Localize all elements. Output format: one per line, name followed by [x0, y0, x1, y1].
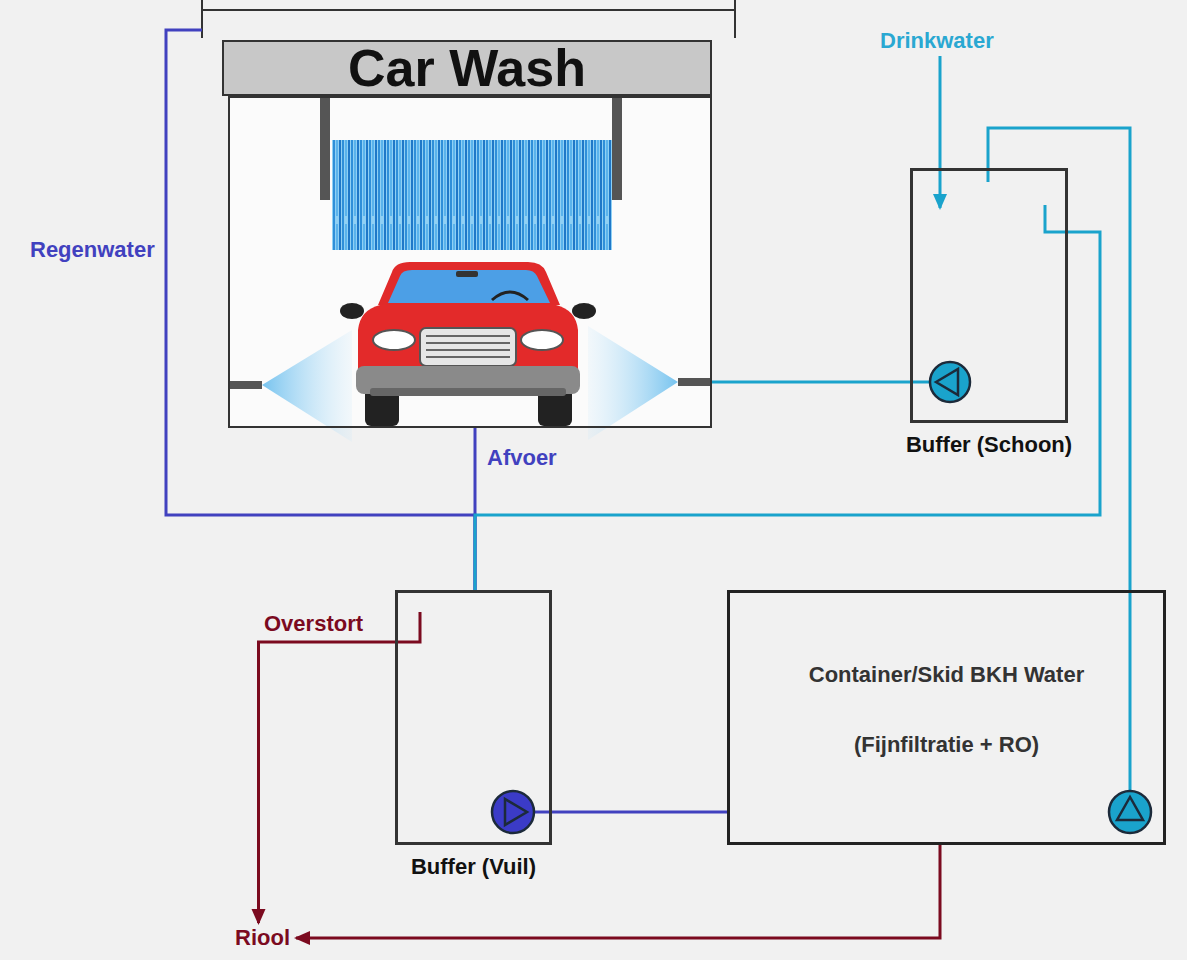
pump-symbol [492, 791, 534, 833]
pump-symbol [1117, 797, 1143, 820]
spray-nozzles [228, 326, 712, 442]
pump-symbol [930, 362, 970, 402]
pipe-connector [988, 128, 1130, 590]
headlight [521, 330, 563, 350]
car-wash-header: Car Wash [222, 40, 712, 96]
pipe-label: Overstort [262, 611, 365, 637]
pipe-label: Regenwater [28, 237, 157, 263]
pipe-connector [259, 642, 396, 923]
endpoint-node: Drinkwater [880, 28, 994, 54]
headlight [373, 330, 415, 350]
pipe-stub [910, 381, 932, 384]
mirror [572, 303, 596, 319]
sink-label: Riool [235, 925, 290, 951]
internal-pipes [395, 168, 1130, 812]
pipe-stub [1045, 205, 1068, 232]
car [340, 262, 596, 426]
pipe-stub [395, 612, 420, 642]
pipe-connector [296, 845, 940, 938]
pipe-connector [475, 232, 1100, 590]
buffer-tank: Buffer (Vuil) [395, 590, 552, 845]
endpoint-node: Riool [235, 925, 290, 951]
pump-symbol [936, 369, 958, 395]
car-wash-box: Car Wash [202, 0, 735, 428]
container-text: (Fijnfiltratie + RO) [854, 732, 1039, 758]
bumper-lip [370, 388, 566, 396]
grille-bars [426, 336, 510, 357]
pump-symbol [505, 799, 527, 825]
brush-post [612, 96, 622, 200]
brush [320, 96, 622, 250]
pump-symbol [1109, 791, 1151, 833]
water-spray [262, 330, 352, 442]
car-wash-frame [202, 0, 735, 428]
brush-bristles [332, 140, 612, 250]
pipe-connector [552, 811, 727, 814]
car-cabin [378, 262, 560, 305]
source-label: Drinkwater [880, 28, 994, 54]
wash-bay-outline [228, 96, 712, 428]
tank-label: Buffer (Vuil) [411, 854, 536, 880]
treatment-container: Container/Skid BKH Water (Fijnfiltratie +… [727, 590, 1166, 845]
pumps [492, 362, 1151, 833]
grille [420, 328, 516, 366]
buffer-tank: Buffer (Schoon) [910, 168, 1068, 423]
mirror [340, 303, 364, 319]
tank-label: Buffer (Schoon) [906, 432, 1072, 458]
pipe-label: Afvoer [485, 445, 559, 471]
water-spray [588, 326, 678, 440]
nozzle [228, 381, 262, 389]
node-title: Car Wash [348, 42, 586, 94]
windshield [388, 270, 550, 303]
brush-post [320, 96, 330, 200]
roof-frame [202, 0, 735, 38]
pipe-connector [712, 381, 910, 384]
pipe-stub [1129, 590, 1132, 790]
container-text: Container/Skid BKH Water [809, 662, 1084, 688]
steering-wheel [492, 292, 528, 300]
nozzle [678, 378, 712, 386]
pipe-connector [939, 56, 942, 208]
mirror-inside [456, 271, 478, 277]
car-body [358, 305, 578, 372]
pipe-connector [166, 30, 475, 590]
